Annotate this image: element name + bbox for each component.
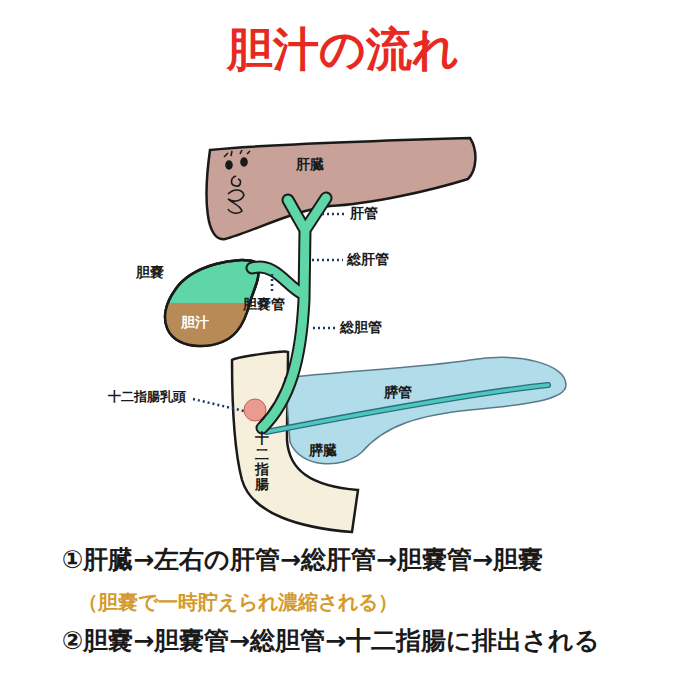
organ-name: 膵臓 — [309, 442, 337, 459]
duct-label: 膵管 — [384, 384, 412, 401]
organ-name: 胆汁 — [181, 314, 209, 331]
duct-label: 総胆管 — [340, 319, 382, 336]
organ-liver: 肝臓 — [296, 156, 324, 173]
liver — [207, 138, 476, 239]
organ-name: 十二指腸 — [255, 431, 269, 493]
duct-label: 肝管 — [350, 205, 378, 222]
duct-label: 胆嚢管 — [243, 296, 285, 313]
flow-note: ②胆嚢→胆嚢管→総胆管→十二指腸に排出される — [62, 626, 600, 656]
duct-label: 総肝管 — [347, 251, 389, 268]
organ-pancreas: 膵臓 — [309, 442, 337, 459]
pancreatic-duct-fill — [266, 385, 548, 432]
papilla-label: 十二指腸乳頭 — [108, 389, 186, 405]
leader-lines — [193, 214, 345, 411]
flow-note: （胆嚢で一時貯えられ濃縮される） — [78, 590, 398, 614]
organ-duodenum: 十二指腸 — [255, 431, 269, 493]
liver-face — [224, 150, 250, 213]
bile-region: 胆汁 — [181, 314, 209, 331]
title: 胆汁の流れ — [0, 22, 685, 77]
organ-label: 胆嚢 — [136, 264, 164, 281]
bile-ducts — [252, 198, 326, 428]
pancreatic-duct — [266, 385, 548, 432]
organ-name: 肝臓 — [296, 156, 324, 173]
flow-note: ①肝臓→左右の肝管→総肝管→胆嚢管→胆嚢 — [62, 545, 543, 575]
pancreas — [285, 358, 566, 464]
